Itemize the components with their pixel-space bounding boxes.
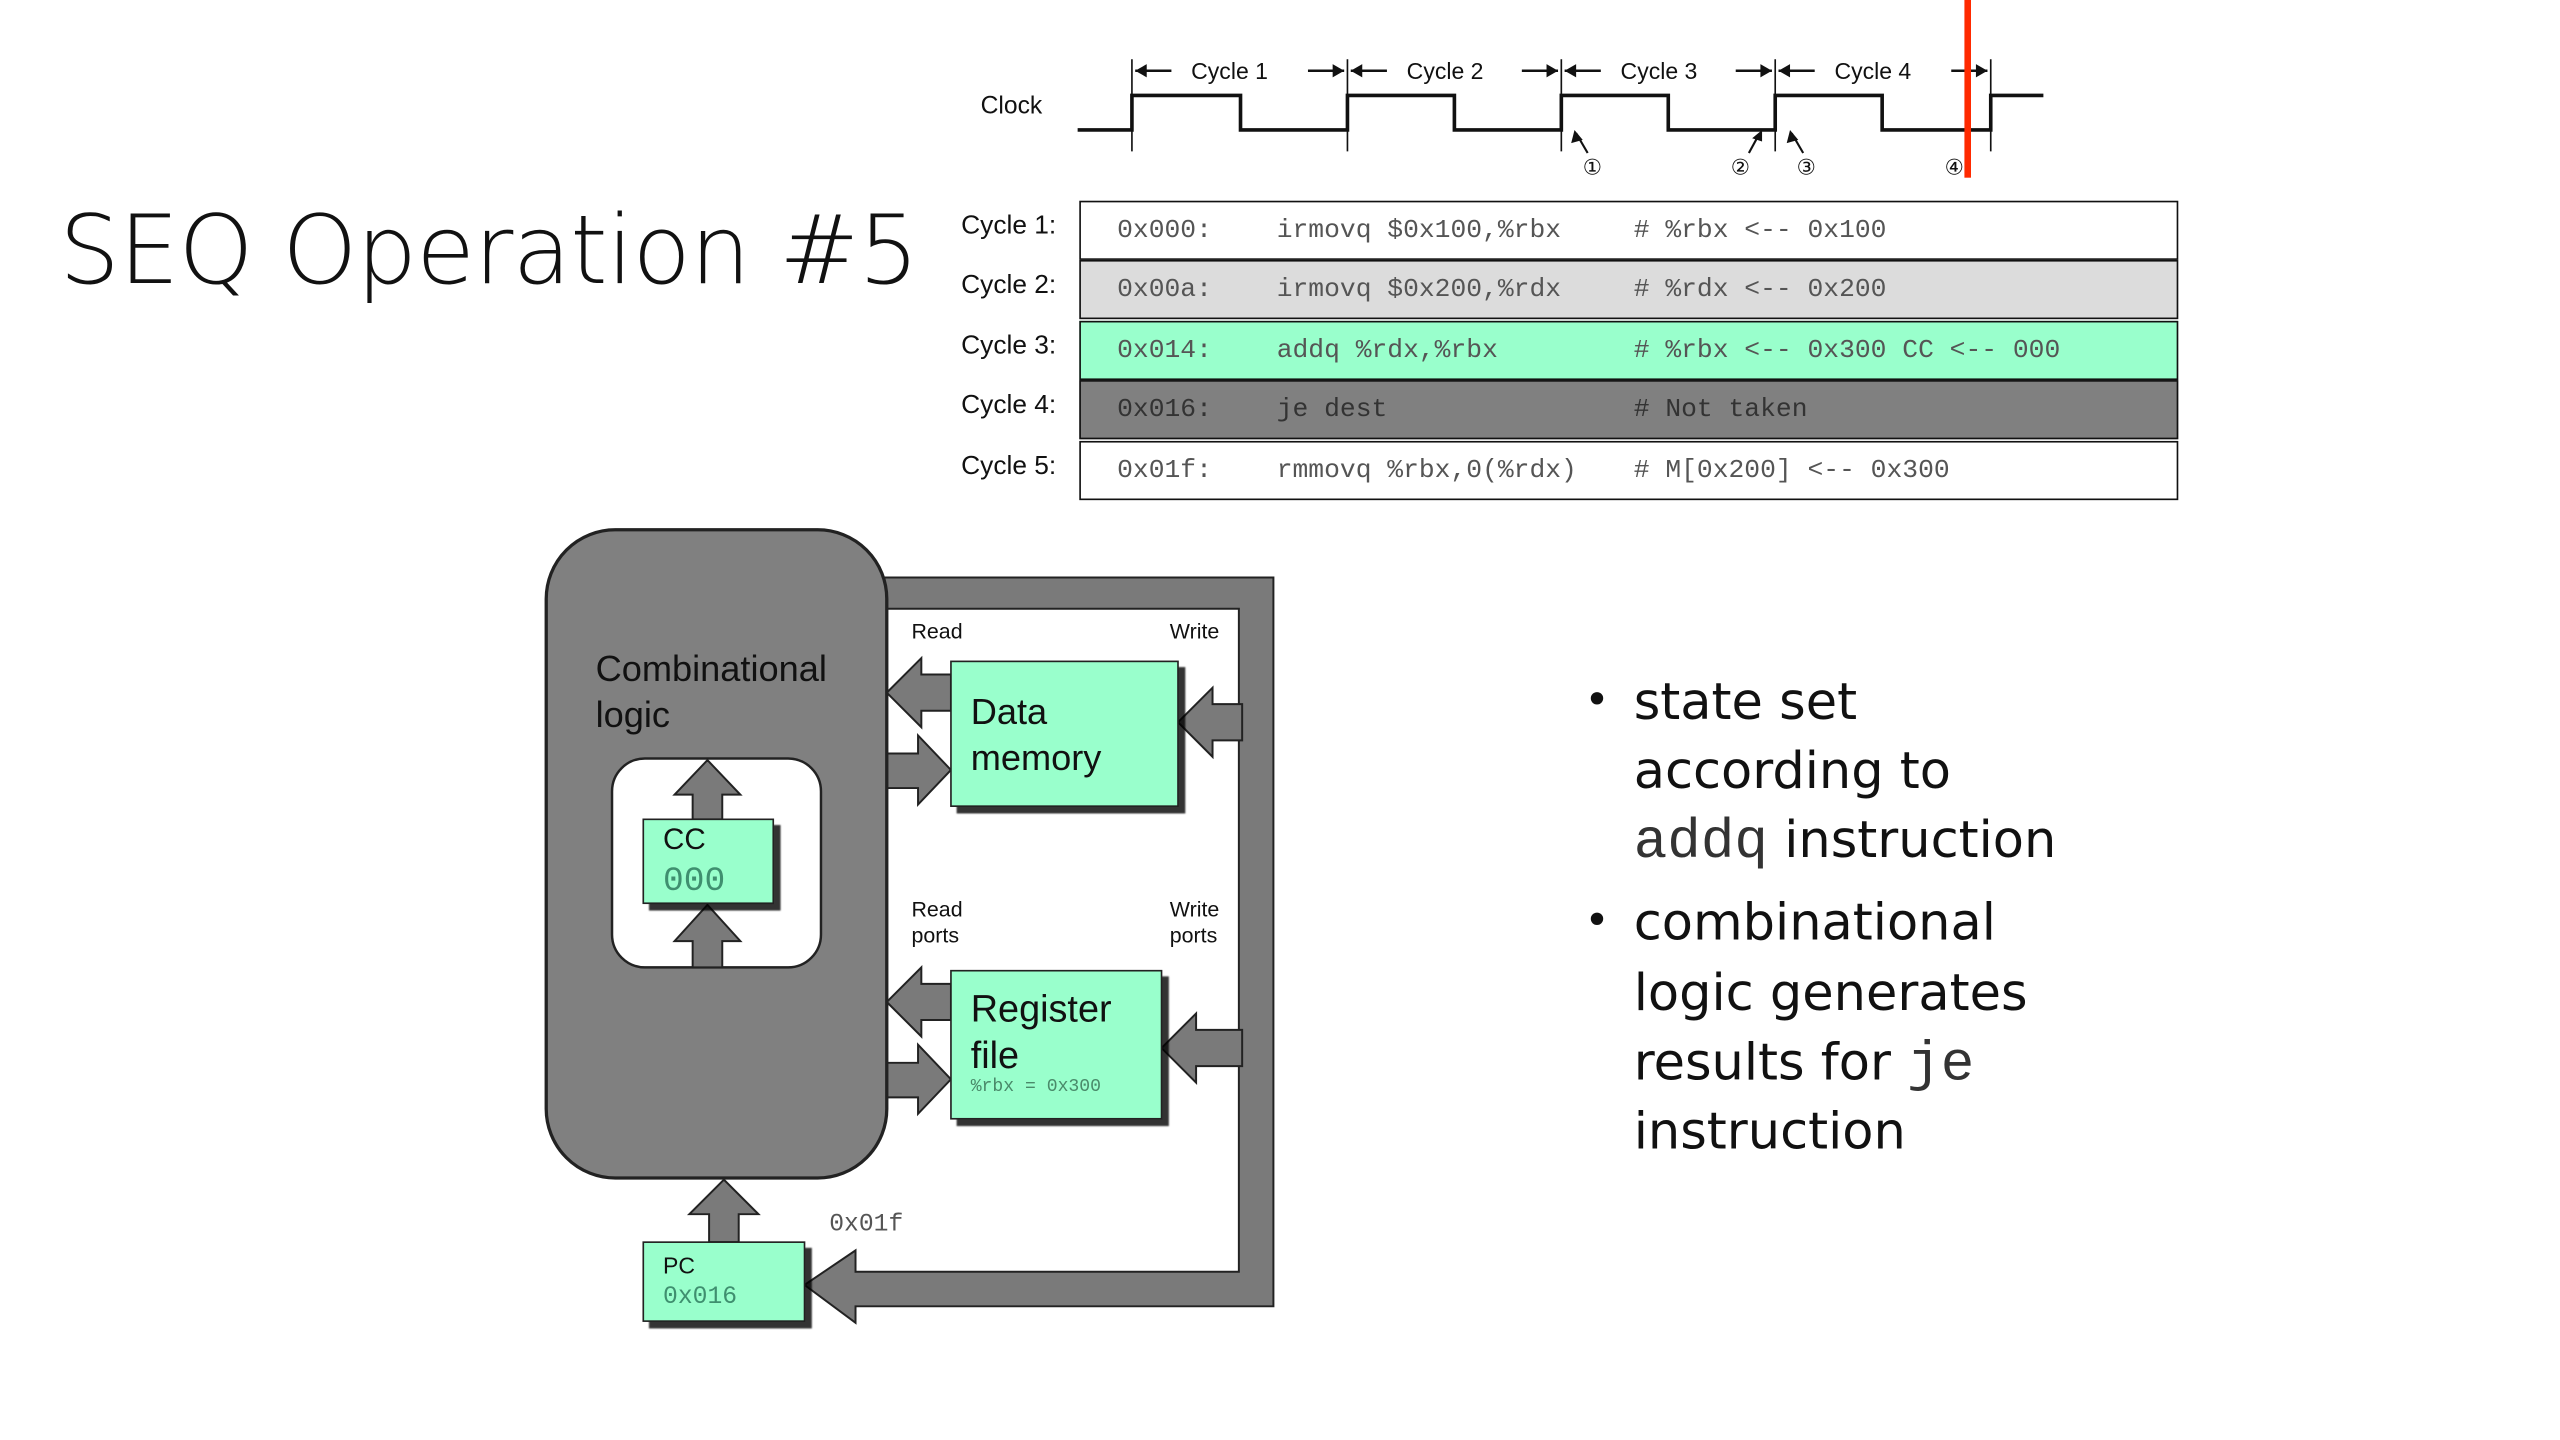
register-value: %rbx = 0x300 <box>970 1077 1102 1098</box>
bullet-text: combinational <box>1633 893 1996 953</box>
read-label: Read <box>911 618 963 644</box>
slide-title: SEQ Operation #5 <box>59 194 919 307</box>
code-text: je <box>1907 1034 1975 1098</box>
bullet-line: results for je <box>1634 1033 1975 1097</box>
bullet-line: addq instruction <box>1634 811 2057 875</box>
program-row: 0x016: je dest # Not taken <box>1079 380 2179 440</box>
bullet-text: results for <box>1633 1033 1908 1093</box>
marker-pointers <box>1575 132 1805 154</box>
pc-value: 0x016 <box>663 1283 738 1312</box>
program-row: 0x00a: irmovq $0x200,%rdx # %rdx <-- 0x200 <box>1079 260 2179 320</box>
pc-register <box>642 1241 806 1322</box>
marker-2: ② <box>1730 154 1750 180</box>
bullet-text: instruction <box>1633 1102 1906 1162</box>
bullet-icon: • <box>1584 676 1610 726</box>
instruction-text: irmovq $0x200,%rdx <box>1276 275 1562 306</box>
program-row: 0x000: irmovq $0x100,%rbx # %rbx <-- 0x100 <box>1079 200 2179 260</box>
clock-label: Clock <box>980 92 1043 121</box>
instruction-text: je dest <box>1276 395 1388 425</box>
bullet-line: combinational <box>1634 893 1996 952</box>
program-row: 0x01f: rmmovq %rbx,0(%rdx) # M[0x200] <-- … <box>1079 440 2179 500</box>
clock-timing-diagram <box>1077 59 2044 154</box>
instruction-address: 0x016: <box>1117 395 1212 425</box>
time-cursor-line <box>1964 0 1971 178</box>
instruction-comment: # Not taken <box>1633 395 1808 425</box>
bullet-line: instruction <box>1634 1102 1906 1161</box>
bullet-text: instruction <box>1768 811 2057 871</box>
write-label: Write <box>1169 618 1220 644</box>
data-memory-block <box>950 660 1179 807</box>
register-read-arrow <box>885 965 952 1039</box>
instruction-address: 0x000: <box>1117 215 1212 246</box>
feedback-bus <box>802 576 1275 1325</box>
cc-register <box>642 818 775 905</box>
bullet-text: according to <box>1633 742 1951 802</box>
marker-3: ③ <box>1796 154 1816 180</box>
cycle-label: Cycle 4 <box>1834 57 1912 84</box>
bullet-line: logic generates <box>1634 964 2028 1023</box>
bullet-text: logic generates <box>1633 964 2028 1024</box>
program-row: 0x014: addq %rdx,%rbx # %rbx <-- 0x300 CC … <box>1079 320 2179 380</box>
instruction-address: 0x01f: <box>1117 455 1212 485</box>
instruction-comment: # %rbx <-- 0x100 <box>1633 215 1887 246</box>
instruction-address: 0x00a: <box>1117 275 1212 306</box>
bullet-line: state set <box>1634 673 1857 732</box>
cycle-label: Cycle 1 <box>1191 57 1268 84</box>
bullet-icon: • <box>1584 896 1610 947</box>
cycle-label: Cycle 2 <box>1406 57 1484 84</box>
data-memory-write-in-arrow <box>885 732 953 807</box>
register-write-in-arrow <box>885 1042 953 1117</box>
instruction-text: rmmovq %rbx,0(%rdx) <box>1276 455 1577 485</box>
cycle-row-label: Cycle 5: <box>961 451 1057 480</box>
cc-label: CC <box>663 822 706 856</box>
cycle-label: Cycle 3 <box>1620 57 1698 84</box>
cycle-row-label: Cycle 3: <box>961 332 1057 360</box>
cc-in-arrow <box>672 903 743 969</box>
cycle-row-label: Cycle 1: <box>961 212 1057 241</box>
cc-out-arrow <box>672 758 743 821</box>
marker-4: ④ <box>1944 154 1964 180</box>
code-text: addq <box>1633 812 1769 876</box>
bullet-line: according to <box>1634 742 1951 801</box>
data-memory-write-port-arrow <box>1176 685 1244 760</box>
data-memory-read-arrow <box>885 655 952 730</box>
instruction-comment: # %rdx <-- 0x200 <box>1633 275 1887 306</box>
pc-label: PC <box>663 1252 696 1279</box>
instruction-text: irmovq $0x100,%rbx <box>1276 215 1562 246</box>
cc-value: 000 <box>663 863 726 902</box>
instruction-address: 0x014: <box>1117 335 1212 365</box>
instruction-text: addq %rdx,%rbx <box>1276 335 1498 365</box>
register-file-block <box>950 969 1163 1120</box>
cycle-row-label: Cycle 2: <box>961 272 1057 301</box>
cycle-row-label: Cycle 4: <box>961 391 1057 420</box>
seq-hardware-diagram <box>544 528 1275 1325</box>
bullet-text: state set <box>1633 672 1858 733</box>
pc-out-arrow <box>686 1178 761 1244</box>
instruction-comment: # M[0x200] <-- 0x300 <box>1633 455 1950 485</box>
next-pc-value: 0x01f <box>829 1210 904 1239</box>
register-write-port-arrow <box>1160 1011 1244 1085</box>
marker-1: ① <box>1582 154 1602 180</box>
cycle-boundaries <box>1131 59 1992 152</box>
instruction-comment: # %rbx <-- 0x300 CC <-- 000 <box>1633 335 2061 365</box>
